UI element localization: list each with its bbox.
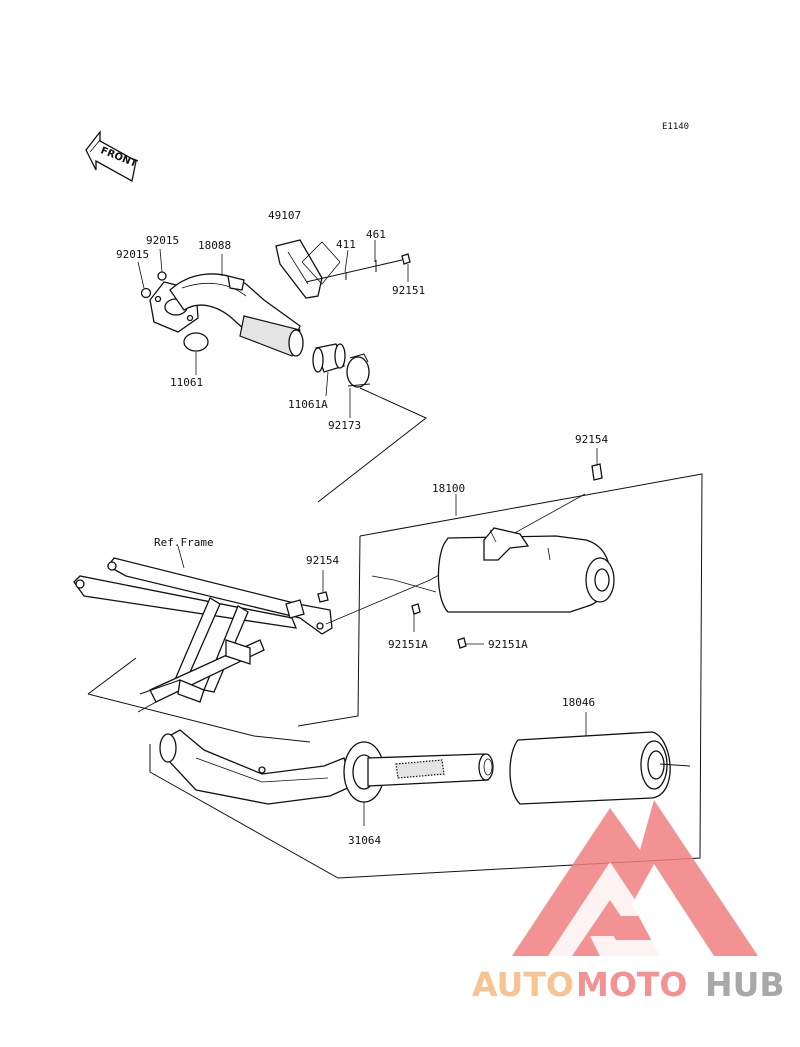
part-label-92151A: 92151A bbox=[488, 638, 528, 651]
exhaust-pipe-31064 bbox=[159, 729, 494, 805]
screw-92151A-icon bbox=[411, 603, 421, 615]
heat-shield-49107 bbox=[275, 239, 323, 299]
bolt-92151-icon bbox=[401, 253, 411, 265]
nut-92015 bbox=[140, 271, 167, 299]
frame-ref bbox=[73, 545, 333, 713]
gasket-11061A bbox=[312, 343, 346, 373]
part-label-18046: 18046 bbox=[562, 696, 595, 709]
gasket-11061 bbox=[183, 332, 209, 352]
ref-frame-label: Ref.Frame bbox=[154, 536, 214, 549]
part-label-49107: 49107 bbox=[268, 209, 301, 222]
diagram-code: E1140 bbox=[662, 122, 689, 132]
part-label-11061A: 11061A bbox=[288, 398, 328, 411]
part-label-92154: 92154 bbox=[306, 554, 339, 567]
part-label-92151A: 92151A bbox=[388, 638, 428, 651]
clamp-92173 bbox=[346, 353, 371, 388]
watermark-hub: HUB bbox=[705, 965, 785, 1004]
automotohub-logo: AUTO MOTO HUB bbox=[472, 800, 785, 1004]
watermark-auto: AUTO bbox=[472, 965, 574, 1004]
bolt-92154-icon bbox=[317, 591, 329, 603]
part-label-461: 461 bbox=[366, 228, 386, 241]
part-label-92154: 92154 bbox=[575, 433, 608, 446]
part-label-92015: 92015 bbox=[116, 248, 149, 261]
muffler-body-18046 bbox=[509, 731, 671, 805]
part-label-92015: 92015 bbox=[146, 234, 179, 247]
header-pipe-18088 bbox=[149, 273, 304, 357]
part-label-92173: 92173 bbox=[328, 419, 361, 432]
bolt-92154-icon bbox=[591, 463, 603, 481]
part-label-18088: 18088 bbox=[198, 239, 231, 252]
part-label-411: 411 bbox=[336, 238, 356, 251]
muffler-18100 bbox=[437, 527, 615, 613]
part-label-31064: 31064 bbox=[348, 834, 381, 847]
screw-92151A-icon bbox=[457, 637, 467, 649]
part-label-92151: 92151 bbox=[392, 284, 425, 297]
watermark-moto: MOTO bbox=[576, 965, 687, 1004]
part-label-18100: 18100 bbox=[432, 482, 465, 495]
front-arrow-icon: FRONT bbox=[85, 130, 139, 183]
part-label-11061: 11061 bbox=[170, 376, 203, 389]
